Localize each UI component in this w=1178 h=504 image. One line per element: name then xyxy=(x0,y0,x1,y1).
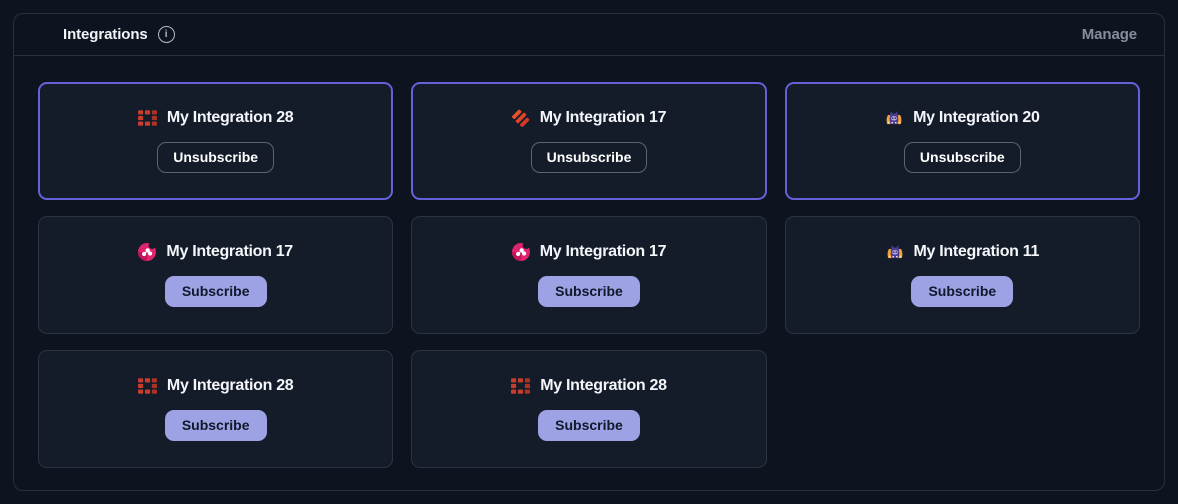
integration-card: My Integration 17 Unsubscribe xyxy=(411,82,767,200)
red-grid-logo-icon xyxy=(137,378,157,394)
integration-title: My Integration 11 xyxy=(913,243,1040,261)
card-header: My Integration 28 xyxy=(137,109,294,127)
purple-mascot-logo-icon xyxy=(885,109,903,127)
integration-title: My Integration 28 xyxy=(540,377,667,395)
integration-card: My Integration 28 Subscribe xyxy=(411,350,767,468)
integration-title: My Integration 17 xyxy=(539,109,667,127)
subscribe-button[interactable]: Subscribe xyxy=(911,276,1014,307)
unsubscribe-button[interactable]: Unsubscribe xyxy=(530,142,648,173)
integration-card: My Integration 28 Unsubscribe xyxy=(38,82,394,200)
card-header: My Integration 17 xyxy=(138,243,293,262)
red-grid-logo-icon xyxy=(511,378,531,394)
orange-slashes-logo-icon xyxy=(511,109,530,128)
subscribe-button[interactable]: Subscribe xyxy=(538,410,640,441)
subscribe-button[interactable]: Subscribe xyxy=(538,276,640,307)
red-grid-logo-icon xyxy=(137,110,157,126)
card-header: My Integration 17 xyxy=(511,109,667,128)
pink-share-logo-icon xyxy=(511,243,530,262)
card-header: My Integration 28 xyxy=(511,377,667,395)
subscribe-button[interactable]: Subscribe xyxy=(164,276,267,307)
info-icon[interactable]: i xyxy=(157,26,175,43)
card-header: My Integration 11 xyxy=(886,243,1040,261)
integration-title: My Integration 28 xyxy=(166,377,294,395)
integration-title: My Integration 17 xyxy=(539,243,667,261)
panel-title: Integrations xyxy=(63,26,148,43)
purple-mascot-logo-icon xyxy=(886,243,904,261)
card-header: My Integration 20 xyxy=(885,109,1040,127)
subscribe-button[interactable]: Subscribe xyxy=(164,410,267,441)
integration-card: My Integration 17 Subscribe xyxy=(411,216,767,334)
card-header: My Integration 17 xyxy=(511,243,667,262)
integration-card: My Integration 28 Subscribe xyxy=(38,350,394,468)
integration-title: My Integration 17 xyxy=(166,243,293,261)
pink-share-logo-icon xyxy=(138,243,157,262)
integrations-panel: Integrations i Manage My Integration 28 U… xyxy=(13,13,1165,491)
integration-card: My Integration 17 Subscribe xyxy=(38,216,394,334)
integration-title: My Integration 28 xyxy=(166,109,294,127)
manage-link[interactable]: Manage xyxy=(1081,26,1137,43)
panel-header: Integrations i Manage xyxy=(14,14,1164,56)
integration-title: My Integration 20 xyxy=(913,109,1040,127)
integration-card: My Integration 11 Subscribe xyxy=(784,216,1140,334)
card-header: My Integration 28 xyxy=(137,377,294,395)
unsubscribe-button[interactable]: Unsubscribe xyxy=(157,142,275,173)
integration-card: My Integration 20 Unsubscribe xyxy=(784,82,1140,200)
unsubscribe-button[interactable]: Unsubscribe xyxy=(903,142,1021,173)
